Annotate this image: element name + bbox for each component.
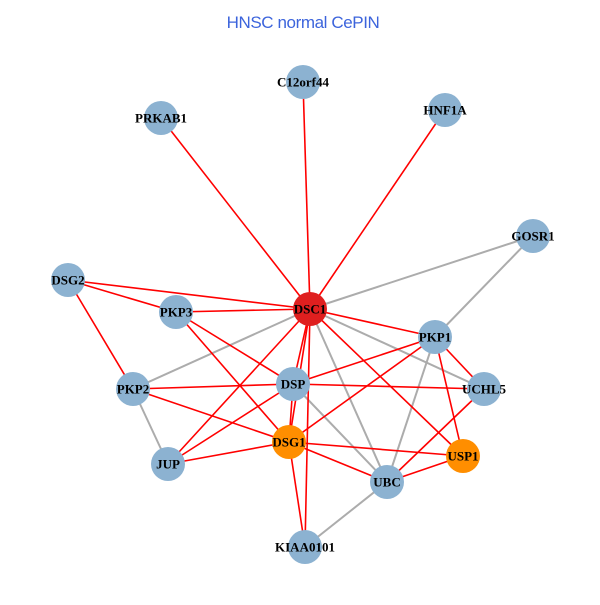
svg-text:DSG1: DSG1 xyxy=(272,434,305,449)
svg-text:UCHL5: UCHL5 xyxy=(462,381,507,396)
svg-text:PRKAB1: PRKAB1 xyxy=(135,110,187,125)
svg-text:HNF1A: HNF1A xyxy=(423,102,467,117)
svg-text:HNSC normal CePIN: HNSC normal CePIN xyxy=(227,13,380,32)
svg-text:DSP: DSP xyxy=(281,376,306,391)
svg-text:PKP3: PKP3 xyxy=(160,304,193,319)
svg-text:DSC1: DSC1 xyxy=(294,301,327,316)
svg-text:UBC: UBC xyxy=(373,474,400,489)
svg-text:PKP2: PKP2 xyxy=(117,381,150,396)
svg-text:GOSR1: GOSR1 xyxy=(511,228,554,243)
svg-text:USP1: USP1 xyxy=(447,448,478,463)
svg-text:JUP: JUP xyxy=(156,456,180,471)
svg-text:DSG2: DSG2 xyxy=(51,272,84,287)
svg-text:C12orf44: C12orf44 xyxy=(277,74,329,89)
svg-text:PKP1: PKP1 xyxy=(419,329,452,344)
svg-text:KIAA0101: KIAA0101 xyxy=(275,539,335,554)
